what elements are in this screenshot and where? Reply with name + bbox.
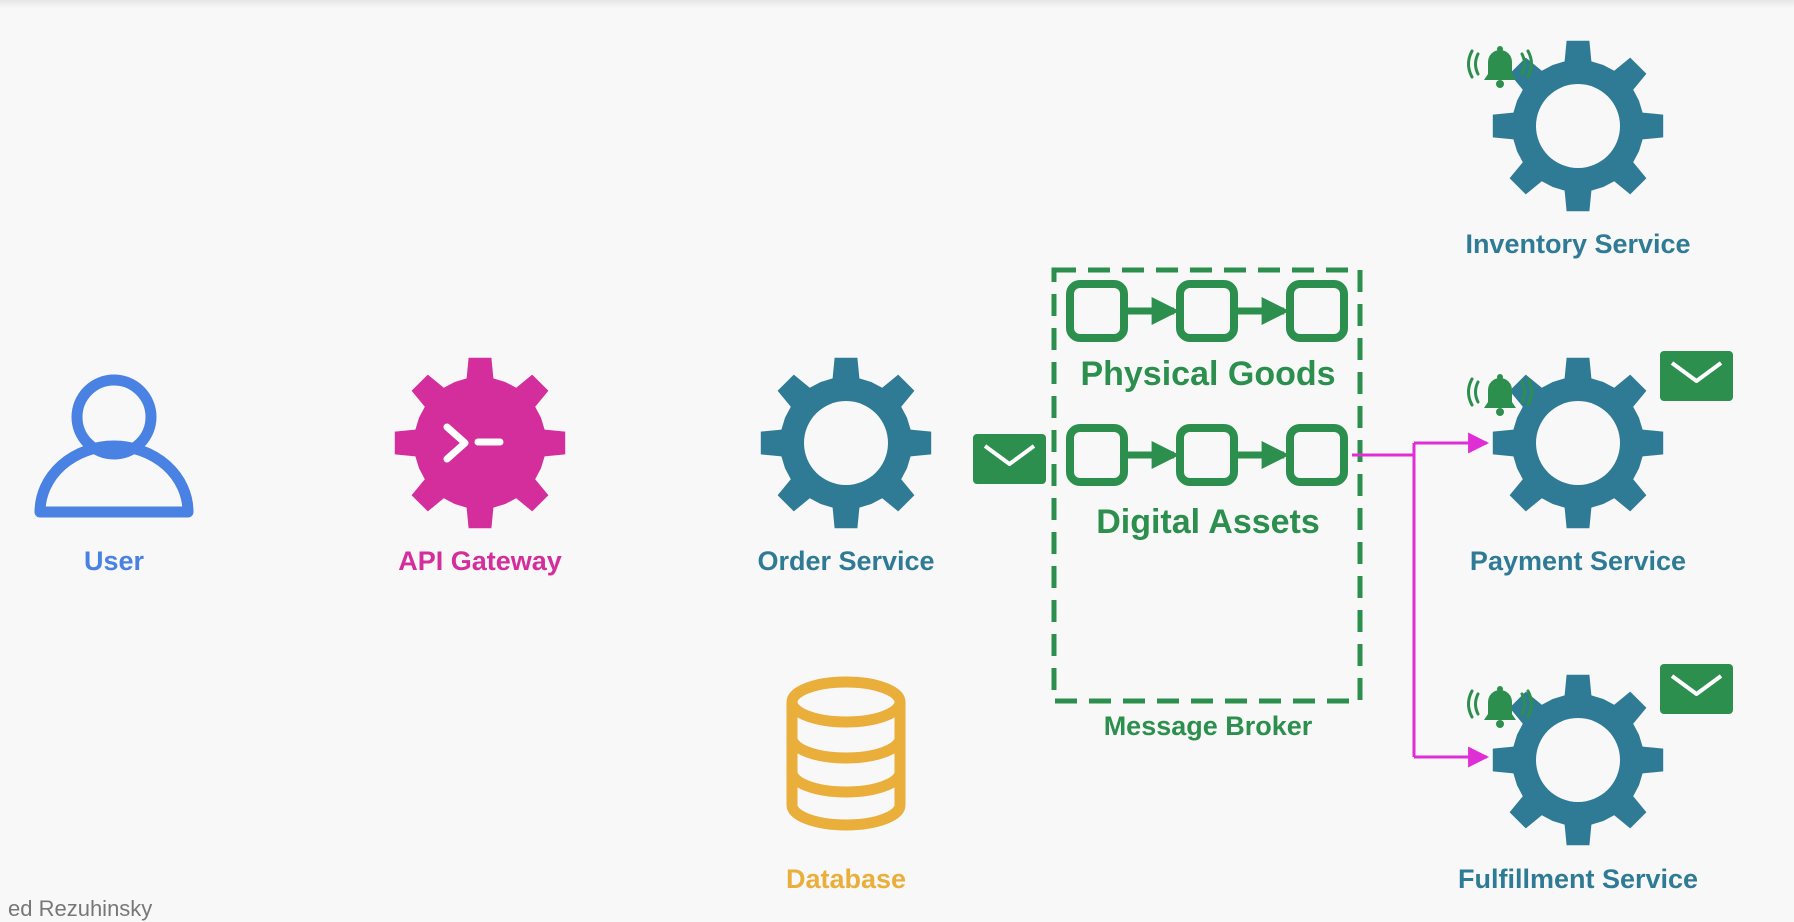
bell-ringing-icon-fulfillment [1467, 686, 1533, 728]
user-icon [34, 374, 194, 518]
queue-chain-icon-digital [1066, 424, 1348, 486]
envelope-icon-payment [1660, 351, 1733, 401]
gear-icon-inventory [1492, 40, 1664, 212]
envelope-icon-order [973, 434, 1046, 484]
database-label: Database [785, 864, 907, 894]
top-rule [0, 0, 1794, 8]
order-service-label: Order Service [757, 546, 935, 576]
queue-label-digital-assets: Digital Assets [1096, 503, 1320, 541]
gear-icon-fulfillment [1492, 674, 1664, 846]
message-broker-label: Message Broker [1103, 711, 1313, 741]
inventory-service-label: Inventory Service [1465, 229, 1691, 259]
gear-icon-order [760, 357, 932, 529]
payment-service-label: Payment Service [1469, 546, 1687, 576]
database-icon [786, 676, 906, 831]
gear-icon-payment [1492, 357, 1664, 529]
route-arrows [1352, 432, 1490, 768]
api-gateway-label: API Gateway [398, 546, 562, 576]
queue-label-physical-goods: Physical Goods [1080, 355, 1336, 393]
user-label: User [83, 546, 145, 576]
bell-ringing-icon-inventory [1467, 46, 1533, 88]
message-broker-box [1051, 267, 1363, 704]
queue-chain-icon-physical [1066, 280, 1348, 342]
presenter-caption: ed Rezuhinsky [8, 896, 153, 921]
fulfillment-service-label: Fulfillment Service [1457, 864, 1699, 894]
terminal-gear-icon [394, 357, 566, 529]
bell-ringing-icon-payment [1467, 374, 1533, 416]
envelope-icon-fulfillment [1660, 664, 1733, 714]
